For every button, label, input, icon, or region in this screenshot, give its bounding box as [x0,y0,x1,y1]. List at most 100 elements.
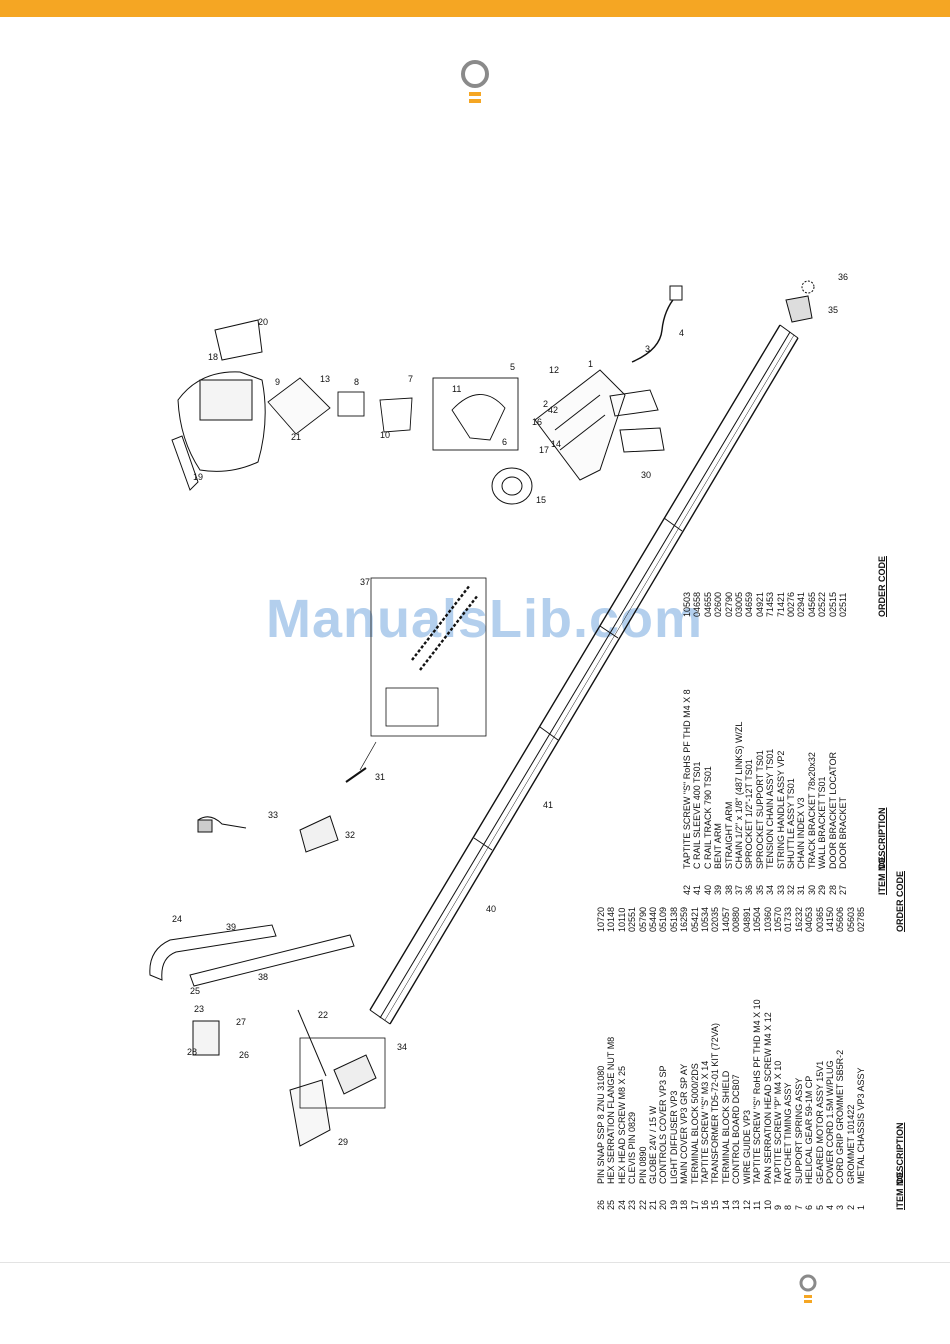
cell-item: 20 [658,1199,669,1210]
cell-desc: WIRE GUIDE VP3 [741,1109,752,1184]
cell-desc: CHAIN INDEX V3 [796,797,807,869]
cell-code: 00880 [731,906,742,932]
cell-desc: GEARED MOTOR ASSY 15V1 [814,1060,825,1184]
callout-18: 18 [208,352,218,362]
cell-desc: HEX HEAD SCREW M8 X 25 [616,1065,627,1184]
cell-item: 18 [679,1199,690,1210]
cell-item: 30 [806,884,817,895]
cell-desc: CORD GRIP GROMMET SB5R-2 [835,1049,846,1184]
callout-19: 19 [193,472,203,482]
cell-desc: METAL CHASSIS VP3 ASSY [856,1067,867,1184]
tension-box-drawing [297,1009,386,1109]
cell-code: 04053 [804,906,815,932]
cell-item: 10 [762,1199,773,1210]
cell-code: 02790 [723,591,734,617]
cell-item: 12 [741,1199,752,1210]
cell-item: 34 [765,884,776,895]
cell-code: 00276 [786,591,797,617]
cell-desc: DOOR BRACKET LOCATOR [827,751,838,869]
callout-37: 37 [360,577,370,587]
callout-23: 23 [194,1004,204,1014]
callout-1: 1 [588,359,593,369]
cell-item: 41 [692,884,703,895]
callout-7: 7 [408,374,413,384]
callout-42: 42 [548,405,558,415]
callout-12: 12 [549,365,559,375]
cell-code: 03005 [734,591,745,617]
cell-code: 05109 [658,906,669,932]
cell-code: 10504 [752,906,763,932]
cell-code: 16232 [793,906,804,932]
cell-desc: SPROCKET 1/2"-12T TS01 [744,759,755,869]
cell-desc: SHUTTLE ASSY TS01 [786,778,797,869]
cell-item: 15 [710,1199,721,1210]
callout-6: 6 [502,437,507,447]
cell-item: 35 [754,884,765,895]
cell-code: 04565 [806,591,817,617]
header-desc: DESCRIPTION [894,1122,905,1184]
cell-desc: PIN SNAP SSP 8 ZNU 31080 [596,1065,606,1184]
chain-box-drawing [359,577,487,771]
callout-35: 35 [828,305,838,315]
callout-24: 24 [172,914,182,924]
callout-16: 16 [532,417,542,427]
cell-code: 10110 [616,907,627,932]
callout-30: 30 [641,470,651,480]
callout-31: 31 [375,772,385,782]
callout-39: 39 [226,922,236,932]
cell-desc: CHAIN 1/2" x 1/8" (487 LINKS) W/ZL [734,721,745,869]
cell-code: 10503 [682,591,692,617]
cell-code: 05606 [835,906,846,932]
callout-5: 5 [510,362,515,372]
callout-14: 14 [551,439,561,449]
cell-code: 02035 [710,906,721,932]
cell-desc: HEX SERRATION FLANGE NUT M8 [606,1036,617,1184]
cell-item: 14 [720,1199,731,1210]
cell-item: 5 [814,1204,825,1210]
sprocket-drawing [785,280,815,323]
cell-code: 10570 [772,906,783,932]
cell-desc: GROMMET 101422 [845,1104,856,1184]
callout-21: 21 [291,432,301,442]
watermark-text: ManualsLib.com [266,589,704,649]
door-arms-drawing [149,924,355,987]
cell-desc: TAPTITE SCREW "S" RoHS PF THD M4 X 10 [752,999,763,1184]
cell-item: 25 [606,1199,617,1210]
cell-item: 37 [734,884,745,895]
callout-40: 40 [486,904,496,914]
cell-item: 29 [817,884,828,895]
cell-code: 02941 [796,591,807,617]
shuttle-handle-drawing [197,767,367,853]
callout-17: 17 [539,445,549,455]
callout-32: 32 [345,830,355,840]
c-rail-track [369,324,799,1025]
cell-item: 21 [648,1199,659,1210]
callout-4: 4 [679,328,684,338]
